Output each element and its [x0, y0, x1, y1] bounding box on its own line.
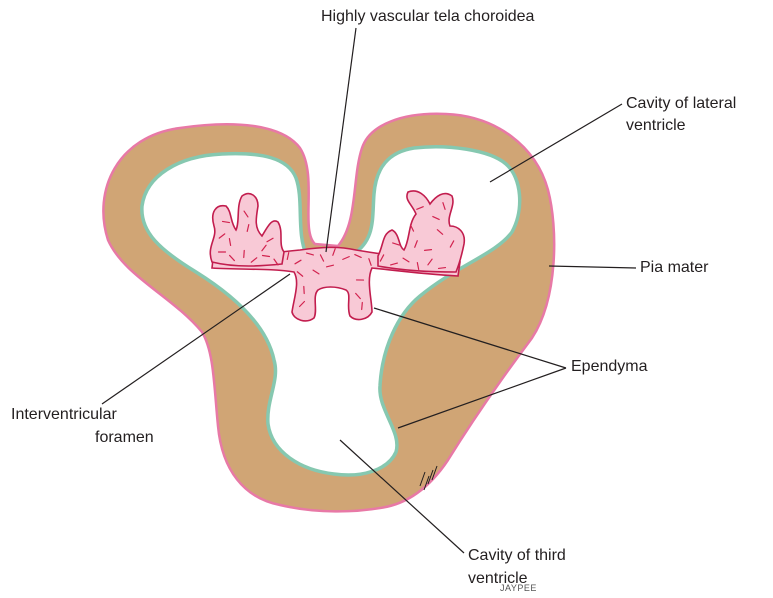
- leader-pia-mater: [549, 266, 636, 268]
- label-interventricular-foramen-1: Interventricular: [11, 405, 117, 424]
- label-pia-mater: Pia mater: [640, 258, 708, 277]
- label-ependyma: Ependyma: [571, 357, 648, 376]
- label-cavity-lateral-ventricle-1: Cavity of lateral: [626, 94, 736, 113]
- vessel-mark: [362, 303, 363, 310]
- vessel-mark: [439, 268, 446, 269]
- label-cavity-lateral-ventricle-2: ventricle: [626, 116, 686, 135]
- label-tela-choroidea: Highly vascular tela choroidea: [321, 7, 534, 26]
- label-interventricular-foramen-2: foramen: [95, 428, 154, 447]
- publisher-watermark: JAYPEE: [500, 583, 537, 593]
- vessel-mark: [425, 250, 432, 251]
- label-cavity-third-ventricle-1: Cavity of third: [468, 546, 566, 565]
